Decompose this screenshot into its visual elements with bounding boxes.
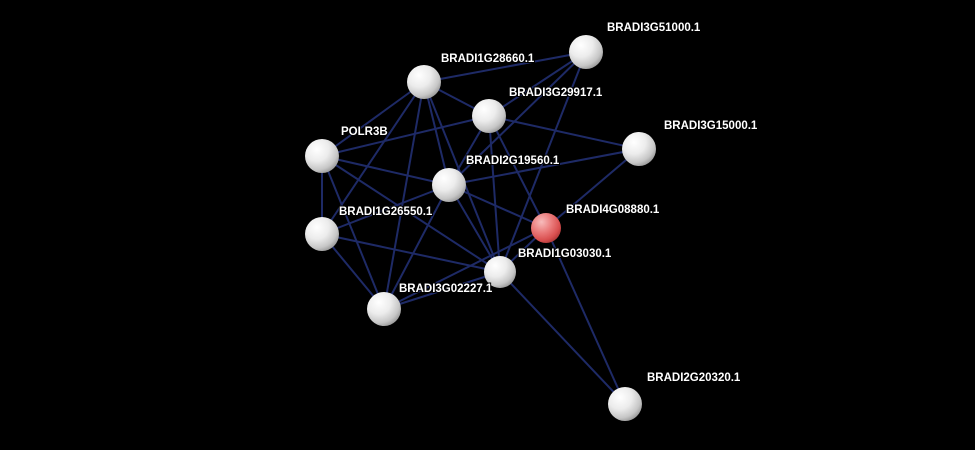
node-label-BRADI3G15000.1: BRADI3G15000.1 bbox=[664, 120, 758, 132]
network-edge[interactable] bbox=[423, 51, 587, 83]
network-node-BRADI3G15000.1[interactable] bbox=[622, 132, 656, 166]
network-node-BRADI3G02227.1[interactable] bbox=[367, 292, 401, 326]
node-label-BRADI2G20320.1: BRADI2G20320.1 bbox=[647, 372, 741, 384]
network-edge[interactable] bbox=[321, 155, 385, 310]
network-edge[interactable] bbox=[545, 227, 626, 405]
network-edge[interactable] bbox=[383, 227, 547, 310]
network-node-POLR3B[interactable] bbox=[305, 139, 339, 173]
network-edge[interactable] bbox=[448, 148, 640, 186]
node-label-BRADI1G03030.1: BRADI1G03030.1 bbox=[518, 248, 612, 260]
edges-layer bbox=[321, 51, 640, 405]
network-edge[interactable] bbox=[499, 271, 626, 405]
network-edge[interactable] bbox=[321, 155, 501, 273]
network-edge[interactable] bbox=[383, 184, 450, 310]
network-edge[interactable] bbox=[383, 81, 425, 310]
network-edge[interactable] bbox=[448, 51, 587, 186]
network-edge[interactable] bbox=[423, 81, 450, 186]
network-edge[interactable] bbox=[383, 271, 501, 310]
network-node-BRADI3G29917.1[interactable] bbox=[472, 99, 506, 133]
node-label-BRADI4G08880.1: BRADI4G08880.1 bbox=[566, 204, 660, 216]
network-edge[interactable] bbox=[488, 115, 640, 150]
network-node-BRADI1G26550.1[interactable] bbox=[305, 217, 339, 251]
network-edge[interactable] bbox=[488, 51, 587, 117]
network-node-BRADI4G08880.1[interactable] bbox=[531, 213, 561, 243]
network-edge[interactable] bbox=[448, 184, 547, 229]
network-node-BRADI1G03030.1[interactable] bbox=[484, 256, 516, 288]
network-node-BRADI2G19560.1[interactable] bbox=[432, 168, 466, 202]
network-edge[interactable] bbox=[321, 233, 501, 273]
network-node-BRADI3G51000.1[interactable] bbox=[569, 35, 603, 69]
network-node-BRADI2G20320.1[interactable] bbox=[608, 387, 642, 421]
network-node-BRADI1G28660.1[interactable] bbox=[407, 65, 441, 99]
network-edge[interactable] bbox=[321, 81, 425, 235]
network-edge[interactable] bbox=[321, 115, 490, 157]
network-edge[interactable] bbox=[488, 115, 501, 273]
network-edge[interactable] bbox=[321, 184, 450, 235]
network-edge[interactable] bbox=[499, 51, 587, 273]
nodes-layer bbox=[305, 35, 656, 421]
network-edge[interactable] bbox=[321, 81, 425, 157]
network-edge[interactable] bbox=[321, 155, 450, 186]
node-label-BRADI3G51000.1: BRADI3G51000.1 bbox=[607, 22, 701, 34]
network-edge[interactable] bbox=[545, 148, 640, 229]
node-label-BRADI1G26550.1: BRADI1G26550.1 bbox=[339, 206, 433, 218]
